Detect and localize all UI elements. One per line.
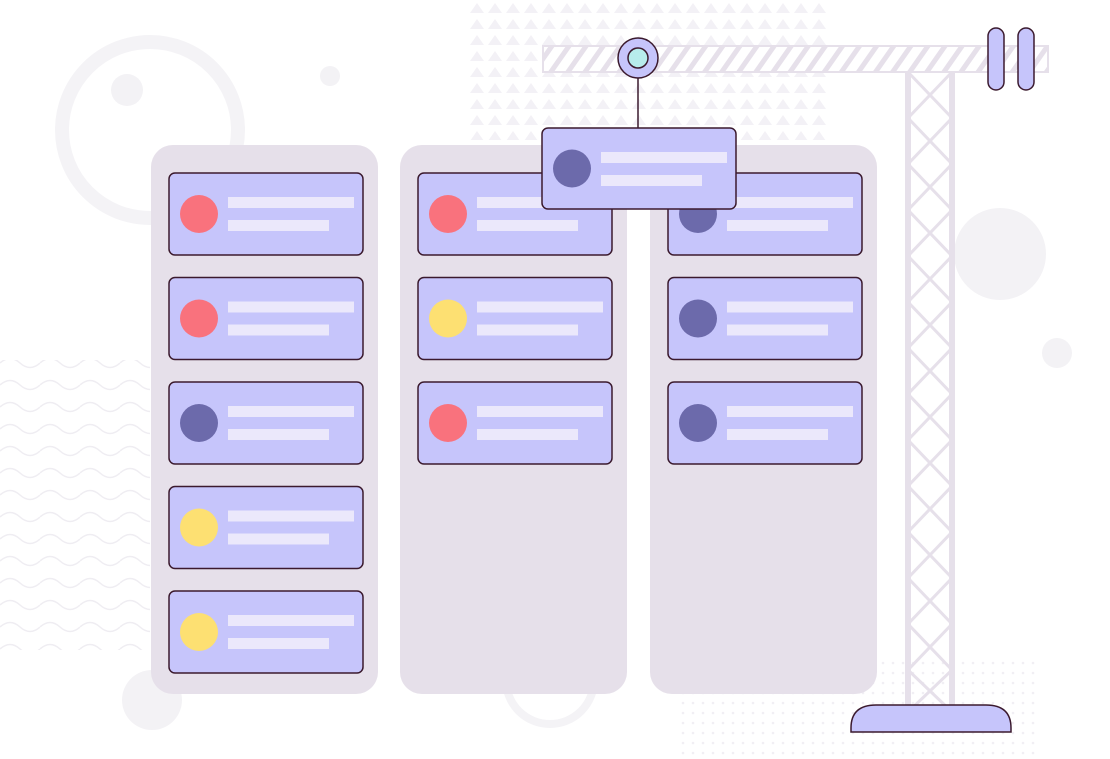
- status-dot-yellow: [429, 299, 467, 338]
- card-subtitle-line: [727, 220, 828, 231]
- crane-icon: [542, 27, 1049, 733]
- card-title-line: [477, 406, 603, 417]
- card-body: [168, 590, 364, 674]
- task-card[interactable]: [541, 127, 737, 210]
- card-title-line: [727, 301, 853, 313]
- status-dot-red: [429, 195, 467, 233]
- task-card[interactable]: [168, 172, 364, 256]
- decor-ring: [55, 35, 245, 225]
- card-subtitle-line: [727, 324, 828, 336]
- board-column-3: [650, 145, 877, 694]
- status-dot-red: [180, 299, 218, 338]
- card-body: [417, 276, 613, 361]
- card-title-line: [601, 152, 727, 163]
- card-subtitle-line: [228, 220, 329, 231]
- counterweight: [1017, 27, 1035, 91]
- card-title-line: [228, 615, 354, 626]
- card-subtitle-line: [228, 324, 329, 336]
- status-dot-purple: [553, 149, 591, 188]
- card-title-line: [727, 406, 853, 417]
- counterweight: [987, 27, 1005, 91]
- card-subtitle-line: [477, 429, 578, 440]
- card-title-line: [228, 301, 354, 313]
- hook-icon: [617, 37, 659, 128]
- card-subtitle-line: [601, 175, 702, 186]
- card-subtitle-line: [477, 324, 578, 336]
- task-card[interactable]: [417, 276, 613, 361]
- card-subtitle-line: [228, 533, 329, 545]
- decor-dot: [1042, 338, 1072, 368]
- decor-waves: [0, 360, 150, 650]
- task-card[interactable]: [417, 381, 613, 465]
- card-body: [541, 127, 737, 210]
- status-dot-red: [429, 404, 467, 442]
- lifted-card: [541, 127, 737, 210]
- status-dot-purple: [679, 404, 717, 442]
- card-body: [667, 276, 863, 361]
- board-column-2: [400, 145, 627, 694]
- board-column-1: [151, 145, 378, 694]
- crane-mast: [905, 70, 955, 714]
- card-body: [168, 381, 364, 465]
- card-title-line: [228, 406, 354, 417]
- task-card[interactable]: [667, 276, 863, 361]
- card-title-line: [228, 197, 354, 208]
- card-body: [667, 381, 863, 465]
- decor-dot: [111, 74, 143, 106]
- kanban-board: [151, 145, 877, 694]
- card-subtitle-line: [477, 220, 578, 231]
- card-body: [168, 276, 364, 361]
- status-dot-yellow: [180, 613, 218, 651]
- decor-dot: [954, 208, 1046, 300]
- task-card[interactable]: [168, 276, 364, 361]
- task-card[interactable]: [667, 381, 863, 465]
- card-body: [168, 172, 364, 256]
- task-card[interactable]: [168, 381, 364, 465]
- card-title-line: [477, 301, 603, 313]
- card-subtitle-line: [228, 429, 329, 440]
- task-card[interactable]: [168, 485, 364, 570]
- status-dot-red: [180, 195, 218, 233]
- card-title-line: [727, 197, 853, 208]
- card-body: [168, 485, 364, 570]
- task-card[interactable]: [168, 590, 364, 674]
- card-title-line: [228, 510, 354, 522]
- card-subtitle-line: [727, 429, 828, 440]
- card-title-line: [477, 197, 603, 208]
- card-subtitle-line: [228, 638, 329, 649]
- status-dot-yellow: [180, 508, 218, 547]
- card-body: [417, 381, 613, 465]
- status-dot-purple: [679, 299, 717, 338]
- crane-base: [850, 704, 1012, 733]
- decor-dot: [320, 66, 340, 86]
- status-dot-purple: [180, 404, 218, 442]
